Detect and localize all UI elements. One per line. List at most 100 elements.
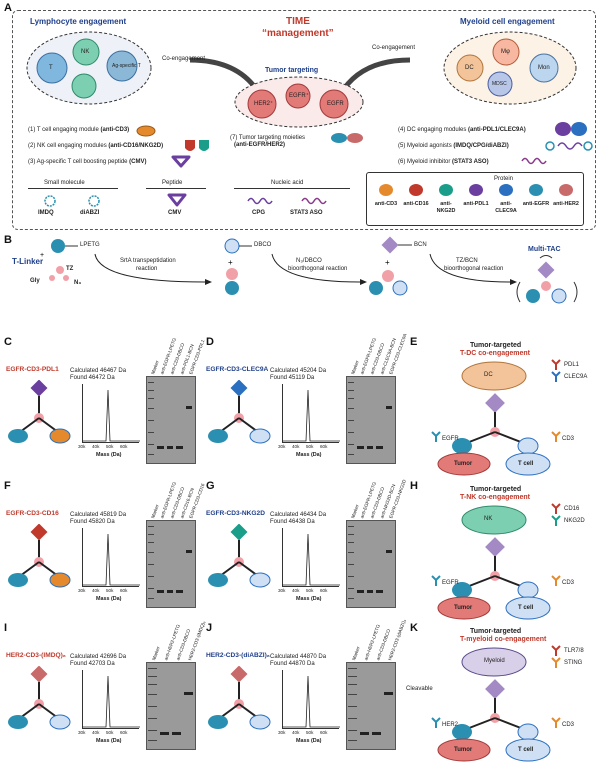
schematic-subtitle: T-NK co-engagement xyxy=(460,494,531,501)
calculated-mass: Calculated 45819 Da xyxy=(70,512,127,518)
multitac-label: Multi-TAC xyxy=(528,246,561,253)
reagent-band xyxy=(166,590,174,593)
schematic-drawing xyxy=(431,503,561,620)
reagent-band xyxy=(359,732,369,735)
lymphocyte-title: Lymphocyte engagement xyxy=(30,17,127,26)
item-4: (4) DC engaging modules (anti-PDL1/CLEC9… xyxy=(398,127,526,133)
tick-3: 60k xyxy=(320,730,328,735)
tumor-cell xyxy=(437,596,491,620)
construct-glyph xyxy=(8,380,71,444)
cell-label-ag: Ag-specific T xyxy=(112,63,141,69)
marker-band xyxy=(147,382,155,384)
nk-cell-icon xyxy=(72,38,100,66)
mdsc-icon xyxy=(487,71,513,97)
protein-label-0: anti-CD3 xyxy=(374,201,398,207)
calculated-mass: Calculated 44870 Da xyxy=(270,654,327,660)
step2-line1: N₃/DBCO xyxy=(296,258,322,264)
tumor-label: Tumor xyxy=(454,605,473,611)
item-7-icon xyxy=(331,133,363,143)
tumor-targeting-title: Tumor targeting xyxy=(265,67,319,74)
sm-label-diabzi: diABZI xyxy=(80,210,100,216)
item-1-icon xyxy=(136,125,156,137)
panel-b: B T-Linker + + + LPETG DBCO BCN TZ Gly N… xyxy=(0,234,600,326)
schematic-drawing xyxy=(431,359,561,476)
sds-page-gel xyxy=(146,376,196,464)
marker-band xyxy=(347,718,357,720)
construct-name: EGFR-CD3-CLEC9A xyxy=(206,366,269,373)
protein-label-3: anti-PDL1 xyxy=(463,201,489,207)
tick-0: 30k xyxy=(78,588,86,593)
top-cell-label: Myeloid xyxy=(484,658,505,664)
marker-band xyxy=(347,598,355,600)
calculated-mass: Calculated 45204 Da xyxy=(270,368,327,374)
cell-label-nk: NK xyxy=(81,49,90,55)
na-label-cpg: CPG xyxy=(252,210,266,216)
top-cell xyxy=(461,361,527,391)
tumor-label-egfr1: EGFR⁺ xyxy=(289,93,309,99)
marker-band xyxy=(347,454,355,456)
diabzi-icon xyxy=(88,195,100,207)
panel-letter-a: A xyxy=(4,2,12,14)
mass-spectrum-peak xyxy=(282,389,340,442)
marker-band xyxy=(147,684,157,686)
tick-3: 60k xyxy=(320,588,328,593)
gly-label: Gly xyxy=(30,278,40,284)
svg-text:+: + xyxy=(40,252,44,259)
tick-3: 60k xyxy=(120,444,128,449)
reagent-band xyxy=(371,732,381,735)
marker-band xyxy=(147,564,155,566)
cell-label-dc: DC xyxy=(465,65,474,71)
marker-band xyxy=(147,454,155,456)
reaction-scheme: + + + xyxy=(40,236,578,304)
legend-1: CD16 xyxy=(564,506,580,512)
found-mass: Found 45820 Da xyxy=(70,519,115,525)
reagent-band xyxy=(357,446,364,449)
item-3: (3) Ag-specific T cell boosting peptide … xyxy=(28,159,147,165)
tlinker-label: T-Linker xyxy=(12,257,44,266)
marker-band xyxy=(347,408,355,410)
marker-band xyxy=(347,398,355,400)
item-4-icon xyxy=(555,122,587,136)
marker-band xyxy=(147,668,157,670)
protein-icon-6 xyxy=(559,184,573,196)
marker-band xyxy=(347,668,357,670)
panel-letter: F xyxy=(4,480,11,492)
marker-band xyxy=(147,432,155,434)
sds-page-gel xyxy=(346,520,396,608)
tz-label: TZ xyxy=(66,266,74,272)
cleavable-label: Cleavable xyxy=(406,686,433,692)
lane-label: Marker xyxy=(151,645,161,661)
mass-spectrum-axis xyxy=(82,384,139,443)
legend-1: PDL1 xyxy=(564,362,580,368)
tick-2: 50k xyxy=(106,730,114,735)
imdq-icon xyxy=(44,195,56,207)
t-cell xyxy=(505,596,551,620)
tick-2: 50k xyxy=(306,444,314,449)
reagent-band xyxy=(166,446,174,449)
legend-protein-box xyxy=(366,172,584,226)
myeloid-oval xyxy=(443,31,577,105)
step3-line1: TZ/BCN xyxy=(456,258,478,264)
panel-letter: J xyxy=(206,622,213,634)
mass-spectrum-axis xyxy=(82,670,139,729)
marker-band xyxy=(147,718,157,720)
product-band xyxy=(185,550,193,553)
reagent-band xyxy=(176,446,183,449)
marker-band xyxy=(147,740,157,742)
tick-2: 50k xyxy=(306,588,314,593)
top-cell xyxy=(461,505,527,535)
dc-icon xyxy=(456,54,484,82)
marker-band xyxy=(347,432,355,434)
item-7-bold: (anti-EGFR/HER2) xyxy=(234,142,285,148)
mass-spectrum-peak xyxy=(82,533,140,586)
construct-name: HER2-CD3-(diABZI)₈ xyxy=(206,652,270,659)
marker-band xyxy=(347,740,357,742)
product-band xyxy=(385,406,393,409)
tick-0: 30k xyxy=(278,444,286,449)
